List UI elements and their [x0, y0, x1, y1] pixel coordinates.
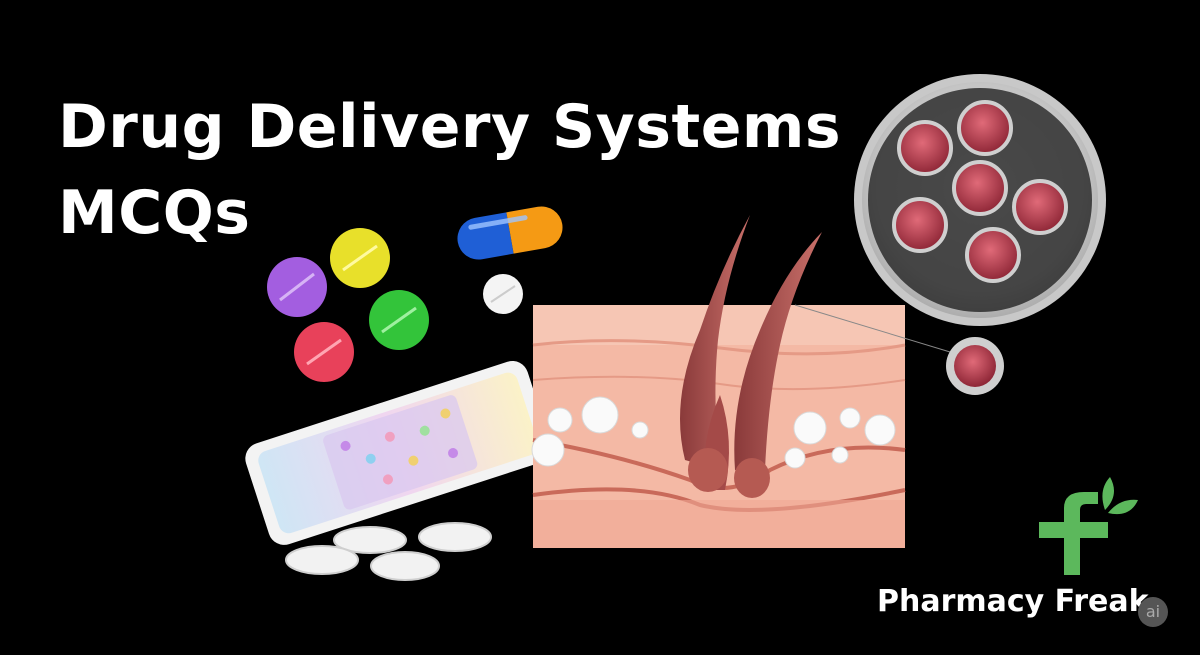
pill-white: [483, 274, 523, 314]
pill-purple: [267, 257, 327, 317]
page-title-line1: Drug Delivery Systems: [58, 92, 842, 162]
transdermal-patch: [245, 360, 552, 545]
pill-yellow: [330, 228, 390, 288]
tablets: [285, 522, 492, 581]
pill-red: [294, 322, 354, 382]
pointer-line: [794, 304, 961, 356]
brand-name: Pharmacy Freak: [877, 584, 1149, 619]
ai-badge: ai: [1138, 597, 1168, 627]
page-title-line2: MCQs: [58, 178, 251, 248]
nanoparticle-dish: [854, 74, 1106, 326]
capsule: [457, 206, 563, 260]
pharmacy-freak-logo-icon: [1039, 477, 1138, 575]
nanoparticle-single: [946, 337, 1004, 395]
skin-cross-section: [531, 215, 906, 548]
pill-green: [369, 290, 429, 350]
